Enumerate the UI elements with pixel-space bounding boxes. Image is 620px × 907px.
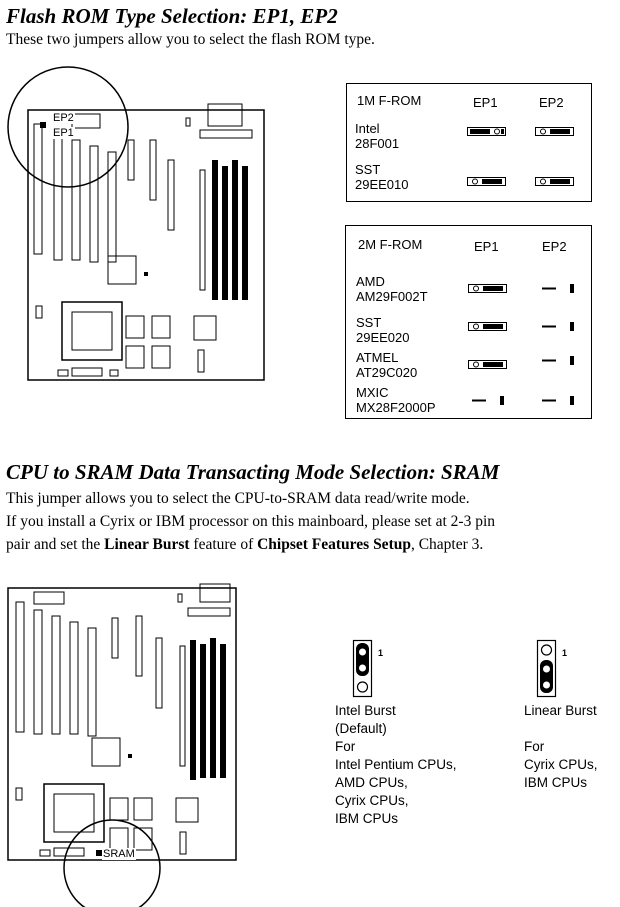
table-1m-header: 1M F-ROM [357,93,422,108]
board-label-ep2: EP2 [52,112,75,124]
jumper-ep2-removed-icon [542,356,574,365]
section-text-line2: If you install a Cyrix or IBM processor … [6,513,496,530]
chipset-features-setup-emphasis: Chipset Features Setup [257,536,411,553]
option-linear-burst-cpu: IBM CPUs [524,775,588,790]
table-1m-row-vendor: Intel [355,121,380,136]
section-description-flash-rom: These two jumpers allow you to select th… [6,31,375,48]
table-2m-col-ep1: EP1 [474,239,499,254]
jumper-ep2-removed-icon [542,396,574,405]
table-1m-row-part: 29EE010 [355,177,409,192]
option-intel-burst-cpu: IBM CPUs [335,811,399,826]
jumper-ep2-removed-icon [542,284,574,293]
table-2m-row-part: AM29F002T [356,289,428,304]
table-1m-col-ep2: EP2 [539,95,564,110]
option-linear-burst-name: Linear Burst [524,703,597,718]
line3-part-c: feature of [189,536,258,553]
jumper-1-2-closed-icon [352,639,373,698]
section-title-flash-rom: Flash ROM Type Selection: EP1, EP2 [6,4,338,28]
section-text-line3: pair and set the Linear Burst feature of… [6,533,483,556]
table-2m-row-vendor: MXIC [356,385,389,400]
option-intel-burst-for: For [335,739,356,754]
option-intel-burst-default: (Default) [335,721,387,736]
table-2m-row-part: 29EE020 [356,330,410,345]
line3-part-e: , Chapter 3. [410,536,484,553]
board-label-sram: SRAM [102,848,136,860]
table-1m-col-ep1: EP1 [473,95,498,110]
option-linear-burst-for: For [524,739,545,754]
option-linear-burst-cpu: Cyrix CPUs, [524,757,598,772]
table-2m-row-vendor: SST [356,315,382,330]
jumper-ep1-open-icon [468,322,507,331]
jumper-ep1-open-icon [468,284,507,293]
table-2m-row-part: MX28F2000P [356,400,436,415]
board-label-ep1: EP1 [52,127,75,139]
table-1m-row-vendor: SST [355,162,381,177]
jumper-ep1-closed-icon [467,127,506,136]
table-2m-header: 2M F-ROM [358,237,423,252]
option-intel-burst-name: Intel Burst [335,703,396,718]
table-1m-row-part: 28F001 [355,136,400,151]
mainboard-outline-sram [7,583,237,907]
section-text-line1: This jumper allows you to select the CPU… [6,490,470,507]
mainboard-diagram-sram: SRAM [0,580,300,907]
table-2m-from: 2M F-ROM EP1 EP2 AMD AM29F002T SST 29EE0… [345,225,592,419]
option-intel-burst-cpu: AMD CPUs, [335,775,408,790]
linear-burst-emphasis: Linear Burst [104,536,190,553]
jumper-ep2-open-icon [535,177,574,186]
table-1m-from: 1M F-ROM EP1 EP2 Intel 28F001 SST 29EE01… [346,83,592,202]
pin-one-label: 1 [378,648,384,658]
jumper-ep2-removed-icon [542,322,574,331]
jumper-ep1-open-icon [467,177,506,186]
jumper-2-3-closed-icon [536,639,557,698]
jumper-ep1-open-icon [468,360,507,369]
jumper-ep2-open-icon [535,127,574,136]
line3-part-a: pair and set the [6,536,105,553]
option-intel-burst-cpu: Cyrix CPUs, [335,793,409,808]
mainboard-diagram-flash: EP2 EP1 [0,66,300,390]
jumper-ep1-removed-icon [472,396,504,405]
section-title-sram: CPU to SRAM Data Transacting Mode Select… [6,460,500,484]
table-2m-row-vendor: ATMEL [356,350,399,365]
option-intel-burst-cpu: Intel Pentium CPUs, [335,757,457,772]
table-2m-col-ep2: EP2 [542,239,567,254]
table-2m-row-part: AT29C020 [356,365,418,380]
mainboard-outline-flash [7,66,265,381]
pin-one-label: 1 [562,648,568,658]
table-2m-row-vendor: AMD [356,274,385,289]
